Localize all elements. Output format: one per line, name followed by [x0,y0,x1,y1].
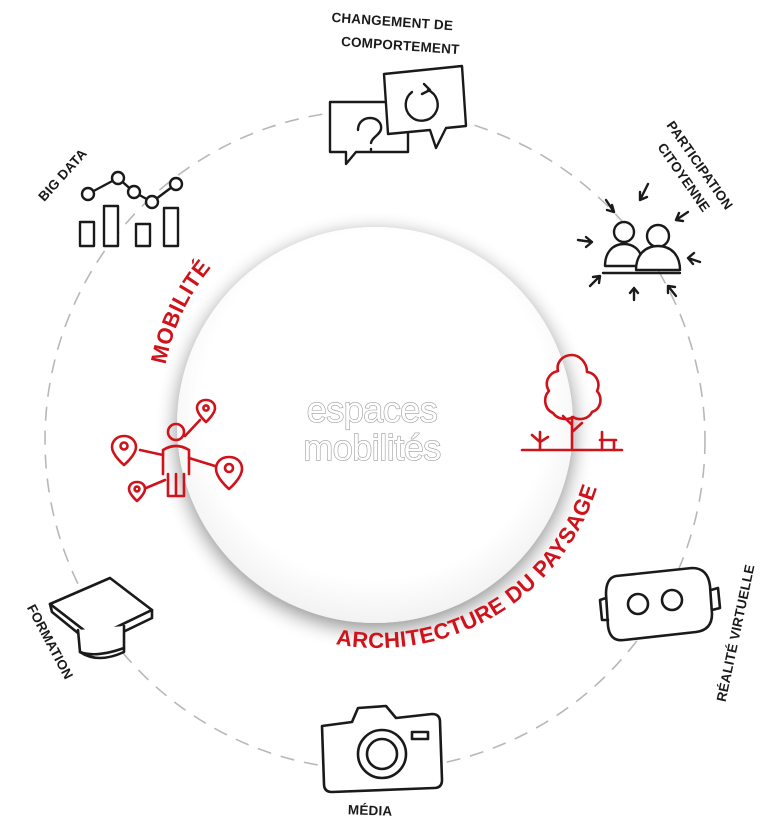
center-disc [177,227,573,623]
theme-label-changement-line1: CHANGEMENT DE [331,10,454,33]
theme-label-realite-virtuelle: RÉALITÉ VIRTUELLE [714,563,758,703]
theme-label-changement-line2: COMPORTEMENT [341,34,461,57]
logo-line-mobilites: mobilités [303,427,441,468]
tree-bench-icon [520,353,624,452]
bar-line-chart-icon [78,170,184,248]
person-with-location-pins-icon [110,398,244,503]
logo-line-espaces: espaces [307,389,438,430]
people-converging-arrows-icon [576,182,702,302]
graduation-cap-icon [48,576,154,660]
speech-bubbles-question-refresh-icon [328,64,468,166]
vr-headset-icon [598,566,722,642]
dashed-outer-ring [44,109,706,771]
camera-icon [320,704,444,794]
theme-label-media: MÉDIA [348,802,393,819]
